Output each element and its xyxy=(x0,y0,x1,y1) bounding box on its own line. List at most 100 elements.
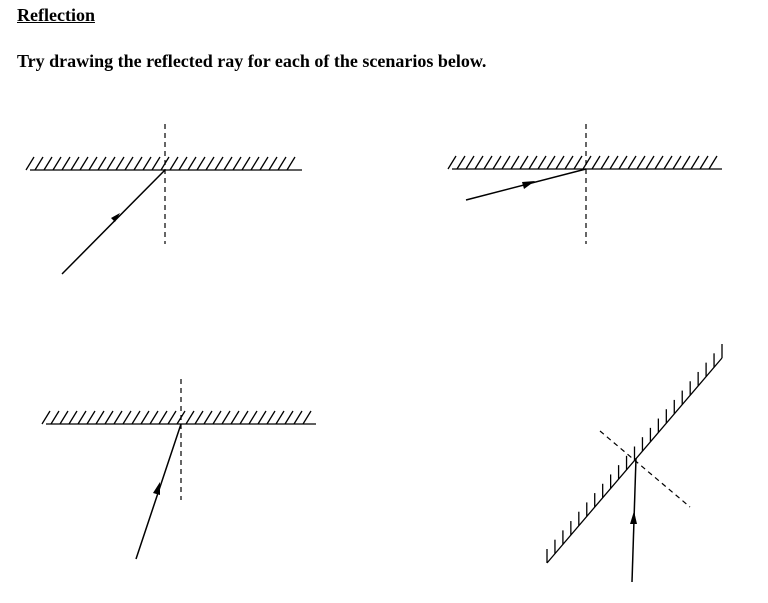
hatch-mark xyxy=(178,156,188,171)
mirror-surface xyxy=(546,344,723,564)
hatch-mark xyxy=(232,156,242,171)
hatch-mark xyxy=(149,410,159,425)
hatch-mark xyxy=(142,156,152,171)
hatch-mark xyxy=(230,410,240,425)
hatch-mark xyxy=(88,156,98,171)
hatch-mark xyxy=(681,155,691,170)
hatch-mark xyxy=(636,155,646,170)
instruction-text: Try drawing the reflected ray for each o… xyxy=(17,51,487,71)
hatch-mark xyxy=(519,155,529,170)
hatch-mark xyxy=(672,155,682,170)
hatch-mark xyxy=(97,156,107,171)
hatch-mark xyxy=(302,410,312,425)
hatch-mark xyxy=(169,156,179,171)
hatch-mark xyxy=(106,156,116,171)
hatch-mark xyxy=(239,410,249,425)
hatch-mark xyxy=(465,155,475,170)
hatch-mark xyxy=(708,155,718,170)
hatch-mark xyxy=(221,410,231,425)
scenario-4 xyxy=(546,344,723,583)
hatch-mark xyxy=(555,155,565,170)
hatch-mark xyxy=(131,410,141,425)
hatch-mark xyxy=(50,410,60,425)
hatch-mark xyxy=(277,156,287,171)
hatch-mark xyxy=(185,410,195,425)
hatch-mark xyxy=(609,155,619,170)
hatch-mark xyxy=(77,410,87,425)
hatch-mark xyxy=(447,155,457,170)
hatch-mark xyxy=(663,155,673,170)
hatch-mark xyxy=(59,410,69,425)
scenario-1 xyxy=(25,124,302,275)
hatch-mark xyxy=(70,156,80,171)
hatch-mark xyxy=(268,156,278,171)
scenario-3 xyxy=(41,379,316,560)
hatch-mark xyxy=(194,410,204,425)
mirror-surface xyxy=(447,155,722,170)
hatch-mark xyxy=(564,155,574,170)
hatch-mark xyxy=(528,155,538,170)
incident-ray-arrowhead xyxy=(111,213,120,222)
hatch-mark xyxy=(248,410,258,425)
hatch-mark xyxy=(257,410,267,425)
hatch-mark xyxy=(104,410,114,425)
hatch-mark xyxy=(654,155,664,170)
hatch-mark xyxy=(140,410,150,425)
hatch-mark xyxy=(492,155,502,170)
hatch-mark xyxy=(52,156,62,171)
hatch-mark xyxy=(43,156,53,171)
hatch-mark xyxy=(196,156,206,171)
hatch-mark xyxy=(284,410,294,425)
hatch-mark xyxy=(250,156,260,171)
hatch-mark xyxy=(214,156,224,171)
hatch-mark xyxy=(600,155,610,170)
hatch-mark xyxy=(34,156,44,171)
hatch-mark xyxy=(275,410,285,425)
hatch-mark xyxy=(501,155,511,170)
mirror-surface xyxy=(25,156,302,171)
hatch-mark xyxy=(699,155,709,170)
hatch-mark xyxy=(582,155,592,170)
hatch-mark xyxy=(241,156,251,171)
hatch-mark xyxy=(133,156,143,171)
page-title: Reflection xyxy=(17,5,95,25)
incident-ray xyxy=(61,169,166,275)
mirror-surface xyxy=(41,410,316,425)
hatch-mark xyxy=(212,410,222,425)
hatch-mark xyxy=(286,156,296,171)
hatch-mark xyxy=(537,155,547,170)
hatch-mark xyxy=(627,155,637,170)
hatch-mark xyxy=(266,410,276,425)
hatch-mark xyxy=(259,156,269,171)
hatch-mark xyxy=(510,155,520,170)
hatch-mark xyxy=(167,410,177,425)
hatch-mark xyxy=(474,155,484,170)
hatch-mark xyxy=(618,155,628,170)
hatch-mark xyxy=(483,155,493,170)
hatch-mark xyxy=(86,410,96,425)
hatch-mark xyxy=(113,410,123,425)
hatch-mark xyxy=(122,410,132,425)
hatch-mark xyxy=(61,156,71,171)
normal-line xyxy=(599,430,691,508)
hatch-mark xyxy=(158,410,168,425)
hatch-mark xyxy=(41,410,51,425)
hatch-mark xyxy=(95,410,105,425)
incident-ray-arrowhead xyxy=(630,511,637,524)
hatch-mark xyxy=(591,155,601,170)
incident-ray-arrowhead xyxy=(522,181,535,189)
hatch-mark xyxy=(573,155,583,170)
hatch-mark xyxy=(456,155,466,170)
hatch-mark xyxy=(187,156,197,171)
hatch-mark xyxy=(645,155,655,170)
hatch-mark xyxy=(151,156,161,171)
hatch-mark xyxy=(203,410,213,425)
scenario-2 xyxy=(447,124,722,244)
hatch-mark xyxy=(68,410,78,425)
hatch-mark xyxy=(223,156,233,171)
hatch-mark xyxy=(205,156,215,171)
hatch-mark xyxy=(690,155,700,170)
hatch-mark xyxy=(115,156,125,171)
hatch-mark xyxy=(79,156,89,171)
